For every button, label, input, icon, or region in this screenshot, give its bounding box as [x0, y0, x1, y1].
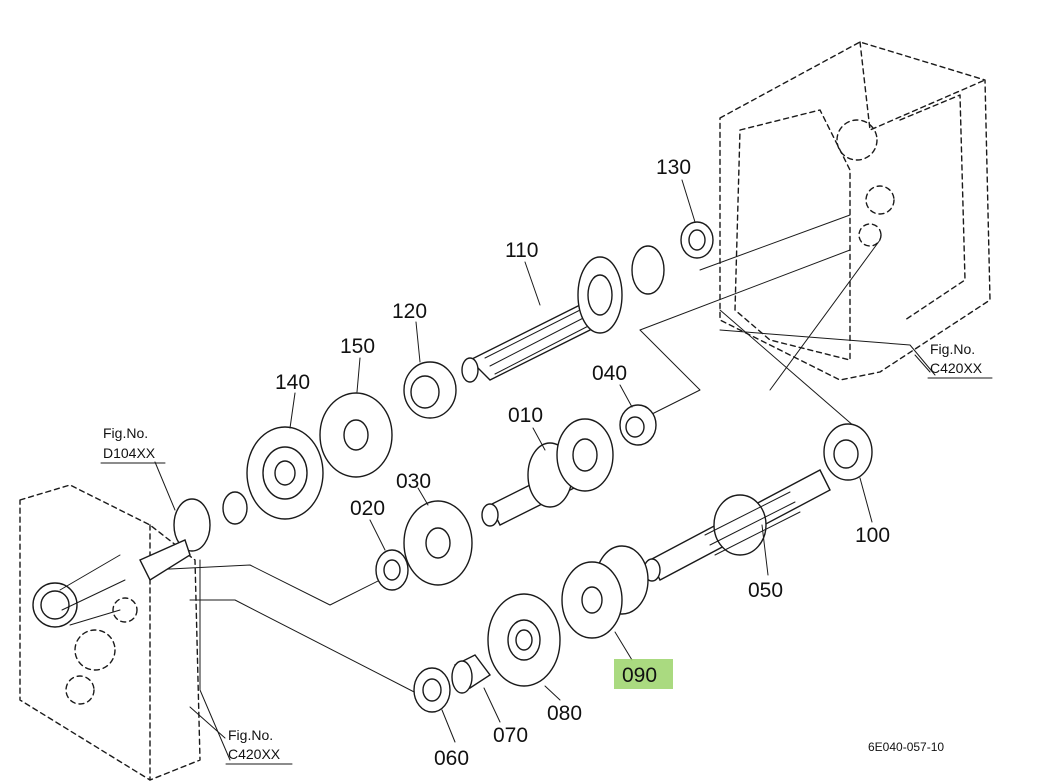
bearing-100 [823, 423, 873, 481]
part-label-150[interactable]: 150 [340, 335, 375, 358]
fig-ref-left-mid[interactable]: Fig.No. D104XX [100, 425, 166, 464]
counter-shaft-010 [481, 418, 614, 527]
fig-ref-left-bottom[interactable]: Fig.No. C420XX [225, 727, 293, 765]
part-label-030[interactable]: 030 [396, 470, 431, 493]
fig-ref-left-mid-label: Fig.No. [103, 425, 148, 441]
fig-ref-right[interactable]: Fig.No. C420XX [927, 341, 993, 379]
fig-ref-left-mid-code: D104XX [103, 445, 156, 461]
gear-140 [246, 426, 324, 520]
part-label-120[interactable]: 120 [392, 300, 427, 323]
part-label-010[interactable]: 010 [508, 404, 543, 427]
fig-ref-right-label: Fig.No. [930, 341, 975, 357]
bearing-120 [403, 361, 457, 419]
part-label-leaders [154, 179, 931, 743]
part-label-060[interactable]: 060 [434, 747, 469, 770]
part-label-020[interactable]: 020 [350, 497, 385, 520]
transmission-case-right [719, 41, 991, 381]
part-label-080[interactable]: 080 [547, 702, 582, 725]
gear-090 [561, 545, 649, 639]
bearing-040 [619, 404, 657, 446]
drawing-code: 6E040-057-10 [868, 740, 944, 754]
fig-ref-right-code: C420XX [930, 360, 983, 376]
gear-150 [319, 392, 393, 478]
gear-030 [403, 500, 473, 586]
gear-080 [487, 593, 561, 687]
part-label-140[interactable]: 140 [275, 371, 310, 394]
output-shaft-050 [643, 469, 831, 582]
highlight-090 [614, 659, 673, 689]
part-label-110[interactable]: 110 [505, 239, 538, 262]
input-gear-left [139, 491, 248, 582]
part-label-100[interactable]: 100 [855, 524, 890, 547]
collar-070 [451, 654, 492, 694]
part-label-050[interactable]: 050 [748, 579, 783, 602]
transmission-case-left [19, 484, 201, 781]
bearing-060 [413, 667, 451, 713]
fig-ref-left-bottom-code: C420XX [228, 746, 281, 762]
part-label-130[interactable]: 130 [656, 156, 691, 179]
bearing-020 [375, 549, 409, 591]
part-label-040[interactable]: 040 [592, 362, 627, 385]
bearing-130 [680, 221, 714, 259]
part-label-090[interactable]: 090 [622, 664, 657, 687]
part-label-070[interactable]: 070 [493, 724, 528, 747]
fig-ref-left-bottom-label: Fig.No. [228, 727, 273, 743]
upper-shaft-110 [461, 245, 665, 383]
